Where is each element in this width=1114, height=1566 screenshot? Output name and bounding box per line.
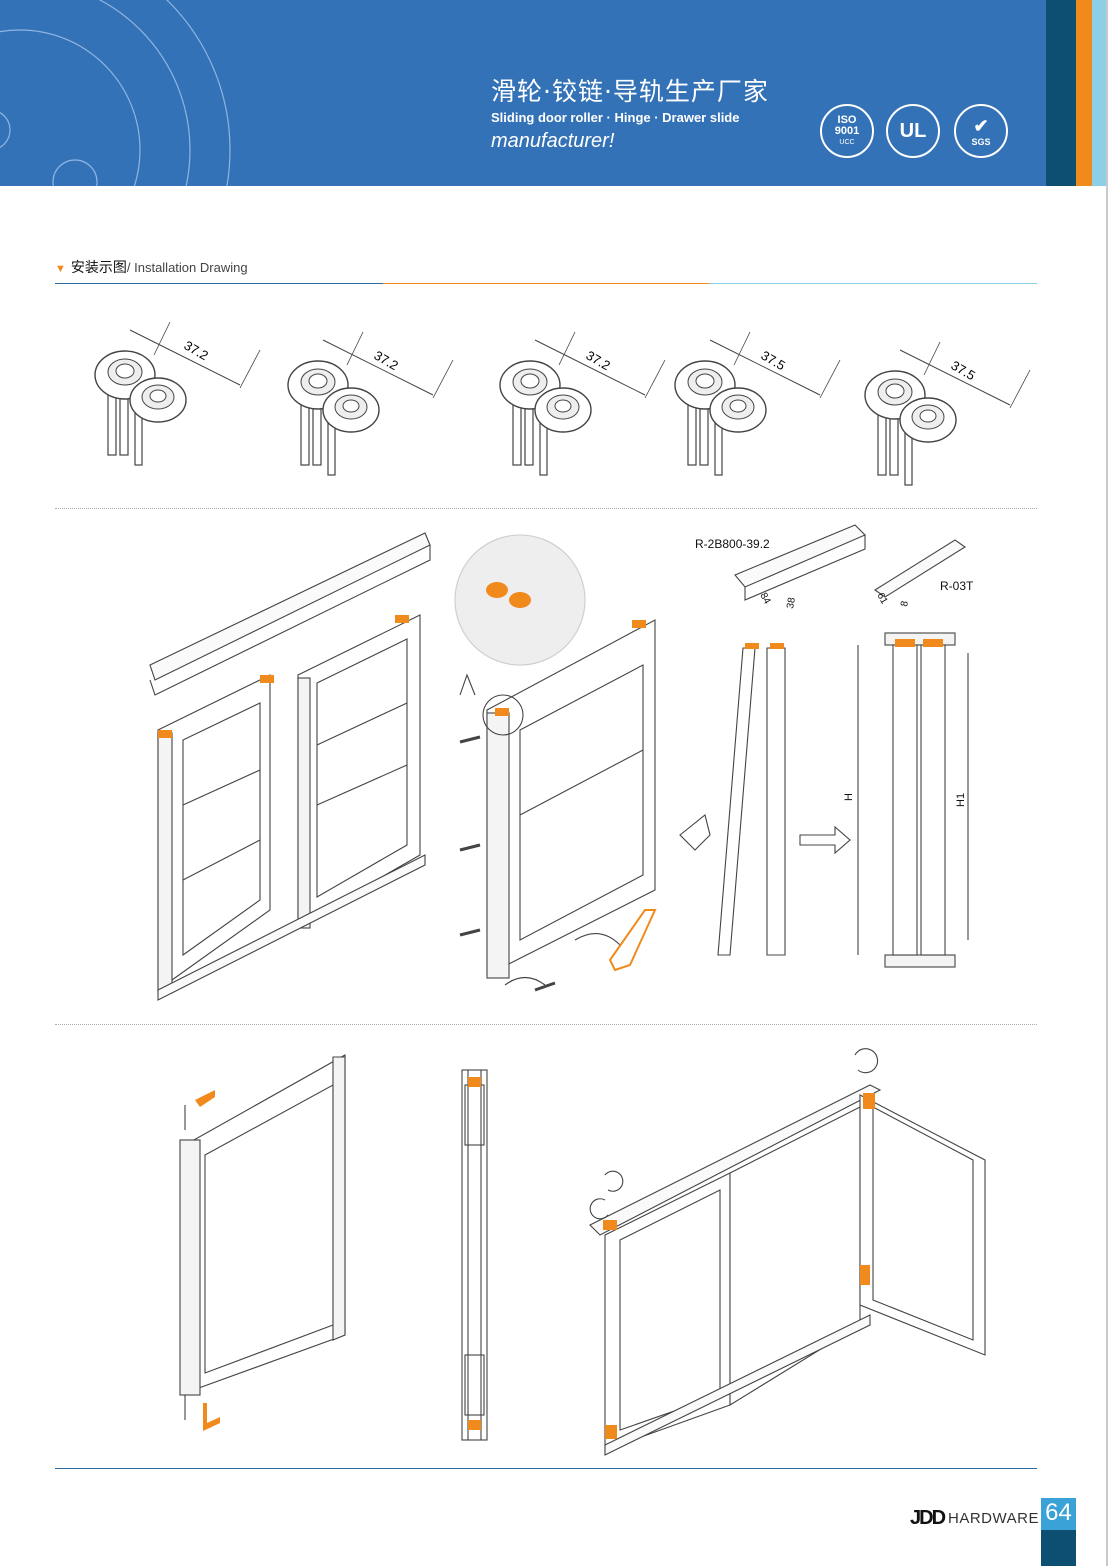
ul-label: UL [899, 119, 927, 142]
separator-dotted [55, 1024, 1037, 1025]
roller-5: 37.5 [864, 341, 1031, 486]
height-label: H [843, 793, 855, 801]
triangle-down-icon: ▼ [55, 263, 66, 275]
brand-logo: JDD [910, 1507, 946, 1529]
section-title-cn: 安装示图 [70, 260, 127, 276]
roller-1: 37.2 [94, 321, 261, 466]
iso-label: ISO [837, 113, 857, 126]
section-rule-light [709, 283, 1037, 284]
section-title: ▼ 安装示图/ Installation Drawing [55, 257, 248, 277]
separator-dotted [55, 508, 1037, 509]
check-icon: ✔ [973, 115, 989, 136]
section-rule-blue [55, 283, 383, 284]
iso-sub: UCC [839, 138, 855, 146]
ul-cert-badge: UL [886, 104, 940, 158]
roller-drawings: 37.2 37.2 37.2 37.5 37.5 [94, 321, 1031, 486]
header-arc-decoration [0, 0, 231, 186]
sgs-cert-badge: ✔ SGS [954, 104, 1008, 158]
section-title-en: / Installation Drawing [126, 260, 248, 275]
bottom-track-code: R-03T [940, 579, 974, 593]
header-subtitle-en: manufacturer! [491, 130, 615, 152]
header-banner [0, 0, 1046, 186]
roller-dim-3: 37.2 [584, 348, 613, 374]
bottom-track-dim-a: 61 [874, 591, 889, 607]
roller-2: 37.2 [287, 331, 454, 476]
side-band-dark [1046, 0, 1076, 186]
footer-rule [55, 1468, 1037, 1469]
bottom-track-dim-b: 8 [899, 600, 911, 608]
roller-dim-2: 37.2 [372, 348, 401, 374]
installation-diagram-middle: R-2B800-39.2 84 38 R-03T 61 8 H H1 [149, 524, 974, 1001]
roller-dim-5: 37.5 [949, 358, 978, 384]
roller-3: 37.2 [499, 331, 666, 476]
roller-dim-1: 37.2 [182, 338, 211, 364]
section-rule-orange [383, 283, 709, 284]
roller-dim-4: 37.5 [759, 348, 788, 374]
header-title-en: Sliding door roller · Hinge · Drawer sli… [491, 110, 740, 125]
top-track-code: R-2B800-39.2 [695, 537, 770, 551]
top-track-dim-a: 84 [757, 591, 772, 607]
height1-label: H1 [955, 793, 967, 807]
page-number: 64 [1045, 1499, 1072, 1526]
installation-diagram-bottom [179, 1048, 986, 1456]
top-track-dim-b: 38 [785, 596, 798, 609]
sgs-label: SGS [971, 136, 991, 147]
roller-4: 37.5 [674, 331, 841, 476]
iso-cert-badge: ISO 9001 UCC [820, 104, 874, 158]
page-edge [1106, 0, 1108, 1566]
brand-text: HARDWARE [948, 1510, 1039, 1527]
header-title-cn: 滑轮·铰链·导轨生产厂家 [491, 77, 769, 106]
side-band-light [1092, 0, 1106, 186]
iso-number: 9001 [834, 124, 860, 137]
side-band-orange [1076, 0, 1092, 186]
page-number-box-top [1041, 1498, 1076, 1530]
